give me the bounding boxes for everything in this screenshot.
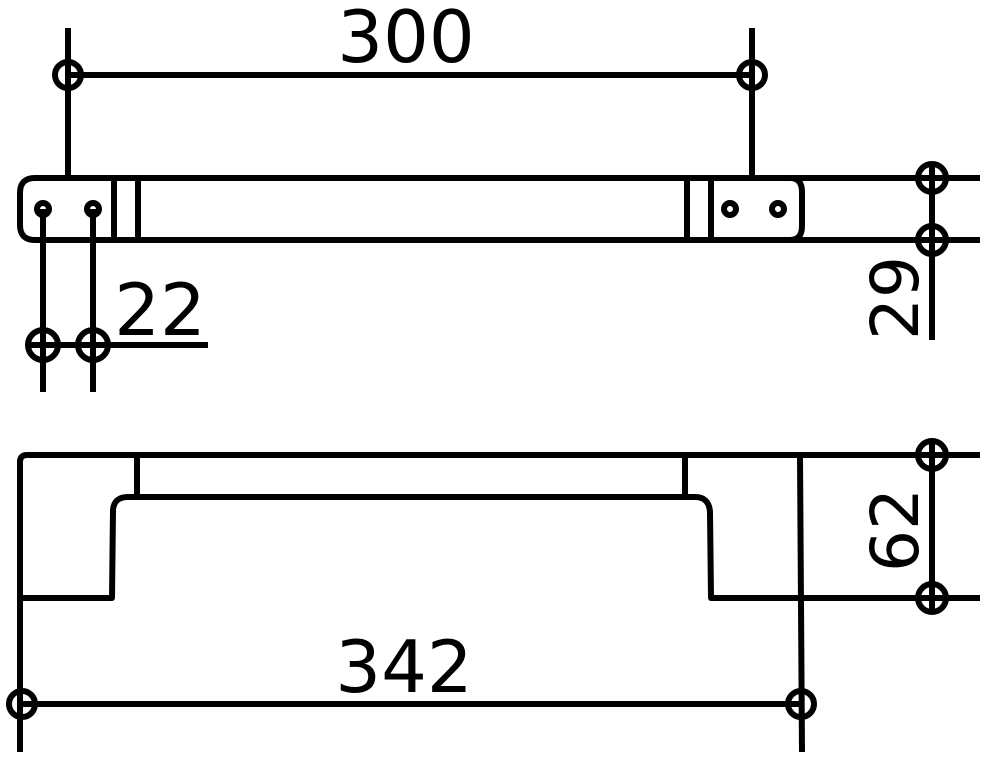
dimension-marker-icon — [52, 59, 84, 91]
dimension-marker-icon — [25, 327, 61, 363]
dimension-marker-icon — [915, 223, 949, 257]
extension-line-right-end — [797, 456, 805, 753]
dimension-marker-icon — [915, 438, 949, 472]
dimension-marker-icon — [915, 581, 949, 615]
bar-outline-top — [17, 452, 980, 600]
dimension-marker-icon — [6, 688, 38, 720]
right-mount — [711, 175, 805, 243]
side-view — [6, 438, 980, 753]
screw-hole-icon — [769, 200, 787, 218]
dimension-label-300: 300 — [337, 0, 474, 79]
bar-outline-inner — [20, 494, 980, 601]
screw-hole-icon — [721, 200, 739, 218]
dimension-marker-icon — [736, 59, 768, 91]
left-mount — [17, 175, 110, 243]
dimension-label-342: 342 — [335, 625, 472, 709]
dimension-label-29: 29 — [857, 256, 934, 340]
dimension-marker-icon — [915, 161, 949, 195]
dimension-marker-icon — [785, 688, 817, 720]
dimension-label-22: 22 — [114, 268, 206, 352]
dimension-marker-icon — [75, 327, 111, 363]
dimension-label-62: 62 — [857, 488, 934, 572]
top-view — [17, 28, 980, 392]
